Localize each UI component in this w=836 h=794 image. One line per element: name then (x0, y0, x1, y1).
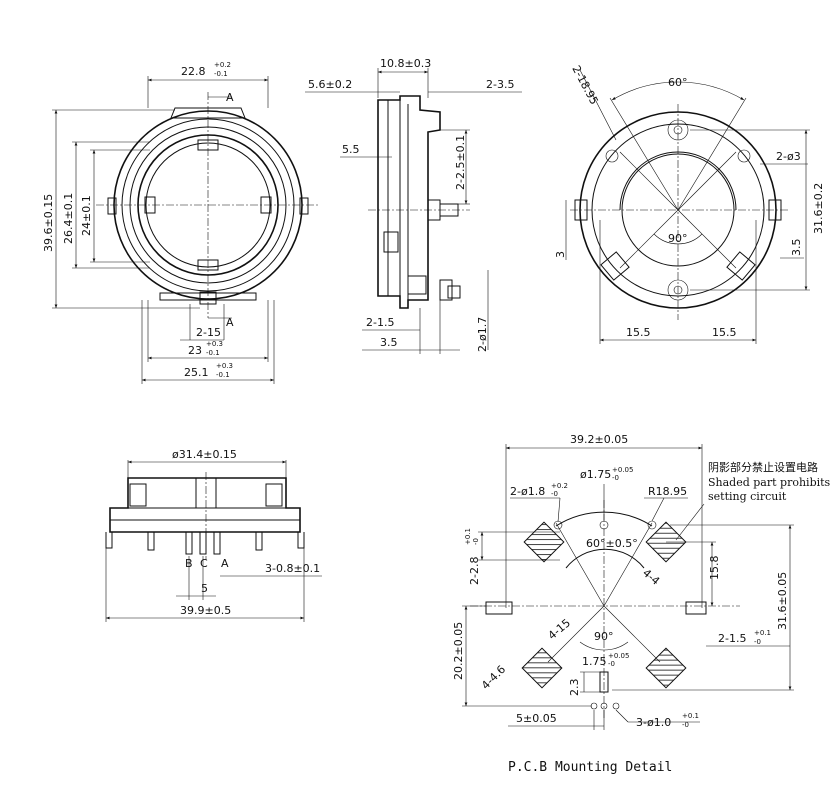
top-dim-2-3: 2-ø3 (776, 150, 801, 163)
top-dim-15-5-left: 15.5 (626, 326, 651, 339)
pcb-dim-2-1-8-tol-low: -0 (551, 490, 558, 498)
pcb-dim-2-1-5-tol-low: -0 (754, 638, 761, 646)
pcb-dim-1-75b: 1.75 (582, 655, 607, 668)
front-dim-22-8-tol-up: +0.2 (214, 61, 231, 69)
side-dim-2-1-5: 2-1.5 (366, 316, 394, 329)
pcb-dim-4-15: 4-15 (546, 616, 573, 642)
side-dim-10-8: 10.8±0.3 (380, 57, 431, 70)
pcb-dim-2-2-8-tol-up: +0.1 (464, 528, 472, 545)
front-dim-22-8: 22.8 (181, 65, 206, 78)
front-view: A A 22.8 +0.2 -0.1 39.6±0.15 26.4±0.1 24… (42, 61, 320, 384)
front-dim-24: 24±0.1 (80, 195, 93, 236)
front-dim-39-6: 39.6±0.15 (42, 194, 55, 252)
top-view: 60° 90° 2-18.95 2-ø3 31.6±0.2 3.5 3 15.5… (554, 63, 825, 344)
side-dim-2-2-5: 2-2.5±0.1 (454, 135, 467, 190)
pcb-dim-1-75-tol-low: -0 (612, 474, 619, 482)
front-dim-26-4: 26.4±0.1 (62, 193, 75, 244)
top-dim-3: 3 (554, 251, 567, 258)
pcb-dim-20-2: 20.2±0.05 (452, 622, 465, 680)
bottom-dim-5: 5 (201, 582, 208, 595)
pcb-dim-2-1-5-tol-up: +0.1 (754, 629, 771, 637)
top-dim-15-5-right: 15.5 (712, 326, 737, 339)
front-dim-23-tol-low: -0.1 (206, 349, 220, 357)
pcb-dim-2-1-8: 2-ø1.8 (510, 485, 545, 498)
top-angle-90: 90° (668, 232, 688, 245)
pcb-dim-r18-95: R18.95 (648, 485, 687, 498)
side-dim-2-3-5: 2-3.5 (486, 78, 514, 91)
pcb-angle-90: 90° (594, 630, 614, 643)
section-mark-top: A (226, 91, 234, 104)
pcb-dim-2-2-8-tol-low: -0 (472, 538, 480, 545)
side-dim-5-5: 5.5 (342, 143, 360, 156)
pcb-detail: 39.2±0.05 ø1.75 +0.05 -0 2-ø1.8 +0.2 -0 (452, 433, 831, 775)
pcb-note-en-2: setting circuit (708, 490, 787, 503)
bottom-dim-39-9: 39.9±0.5 (180, 604, 231, 617)
pin-a-label: A (221, 557, 229, 570)
bottom-dim-31-4: ø31.4±0.15 (172, 448, 237, 461)
front-dim-23: 23 (188, 344, 202, 357)
top-dim-2-18-95: 2-18.95 (569, 63, 600, 107)
pcb-dim-2-1-8-tol-up: +0.2 (551, 482, 568, 490)
pcb-dim-15-8: 15.8 (708, 556, 721, 581)
pcb-dim-1-75-tol-up: +0.05 (612, 466, 633, 474)
front-dim-25-1-tol-low: -0.1 (216, 371, 230, 379)
front-dim-25-1: 25.1 (184, 366, 209, 379)
pcb-dim-2-3: 2.3 (568, 679, 581, 697)
pcb-dim-39-2: 39.2±0.05 (570, 433, 628, 446)
front-dim-22-8-tol-low: -0.1 (214, 70, 228, 78)
side-dim-2-1-7: 2-ø1.7 (476, 317, 489, 352)
pcb-dim-2-2-8: 2-2.8 (468, 557, 481, 585)
side-dim-3-5: 3.5 (380, 336, 398, 349)
pcb-dim-3-1-0-tol-up: +0.1 (682, 712, 699, 720)
pcb-note-en-1: Shaded part prohibits (708, 476, 831, 489)
front-dim-23-tol-up: +0.3 (206, 340, 223, 348)
pcb-dim-4-4: 4-4 (640, 566, 662, 588)
top-dim-31-6: 31.6±0.2 (812, 183, 825, 234)
front-dim-2-15: 2-15 (196, 326, 221, 339)
pcb-detail-title: P.C.B Mounting Detail (508, 760, 672, 775)
top-angle-60: 60° (668, 76, 688, 89)
pcb-dim-31-6: 31.6±0.05 (776, 572, 789, 630)
side-dim-5-6: 5.6±0.2 (308, 78, 352, 91)
top-dim-3-5: 3.5 (790, 239, 803, 257)
pin-c-label: C (200, 557, 208, 570)
pcb-note-cn: 阴影部分禁止设置电路 (708, 460, 818, 474)
bottom-view: ø31.4±0.15 B C A 3-0.8±0.1 5 39.9±0.5 (105, 448, 322, 622)
pcb-dim-3-1-0-tol-low: -0 (682, 721, 689, 729)
bottom-dim-3-0-8: 3-0.8±0.1 (265, 562, 320, 575)
pcb-dim-1-75b-tol-low: -0 (608, 660, 615, 668)
pcb-angle-60: 60°±0.5° (586, 537, 638, 550)
pcb-dim-3-1-0: 3-ø1.0 (636, 716, 671, 729)
front-dim-25-1-tol-up: +0.3 (216, 362, 233, 370)
pcb-dim-4-4-6: 4-4.6 (479, 663, 508, 692)
section-mark-bottom: A (226, 316, 234, 329)
pcb-dim-5: 5±0.05 (516, 712, 557, 725)
side-view: 10.8±0.3 5.6±0.2 2-3.5 5.5 2-2.5±0.1 2-1… (305, 57, 522, 354)
pcb-dim-1-75: ø1.75 (580, 468, 611, 481)
pcb-dim-1-75b-tol-up: +0.05 (608, 652, 629, 660)
pcb-dim-2-1-5: 2-1.5 (718, 632, 746, 645)
